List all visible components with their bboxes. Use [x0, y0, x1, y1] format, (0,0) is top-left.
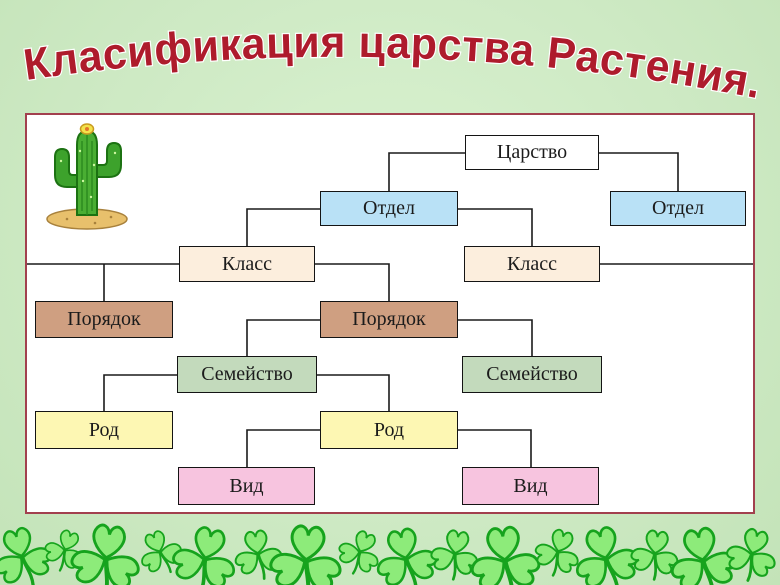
page-title-text: Класификация царства Растения. — [19, 17, 766, 110]
clover-icon — [466, 525, 545, 585]
connector-order-family-right — [458, 319, 533, 356]
clover-border — [0, 517, 780, 585]
node-order-left: Порядок — [35, 301, 173, 338]
node-class-left: Класс — [179, 246, 315, 282]
node-genus-center: Род — [320, 411, 458, 449]
node-kingdom: Царство — [465, 135, 599, 170]
clover-icon — [164, 521, 245, 585]
connector-kingdom-division-right — [599, 152, 679, 191]
connector-genus-species-right — [458, 429, 532, 467]
node-division-right: Отдел — [610, 191, 746, 226]
node-species-left: Вид — [178, 467, 315, 505]
node-genus-left: Род — [35, 411, 173, 449]
connector-division-class-left — [246, 208, 320, 246]
connector-lines — [27, 152, 753, 467]
node-family-left: Семейство — [177, 356, 317, 393]
connector-order-family-left — [246, 319, 320, 356]
connector-kingdom-division-left — [388, 152, 465, 191]
node-class-right: Класс — [464, 246, 600, 282]
node-family-right: Семейство — [462, 356, 602, 393]
connector-division-class-right — [458, 208, 533, 246]
cactus-image — [46, 123, 128, 230]
connector-family-genus-left — [103, 374, 177, 411]
title-banner: Класификация царства Растения. — [19, 17, 766, 110]
diagram-panel: Царство Отдел Отдел Класс Класс Порядок … — [25, 113, 755, 514]
node-division-left: Отдел — [320, 191, 458, 226]
connector-class-order-center — [315, 263, 390, 301]
clover-icon — [65, 521, 147, 585]
page-title: Класификация царства Растения. — [21, 18, 766, 108]
connector-genus-species-left — [246, 429, 320, 467]
node-order-center: Порядок — [320, 301, 458, 338]
connector-family-genus-center — [317, 374, 390, 411]
node-species-right: Вид — [462, 467, 599, 505]
